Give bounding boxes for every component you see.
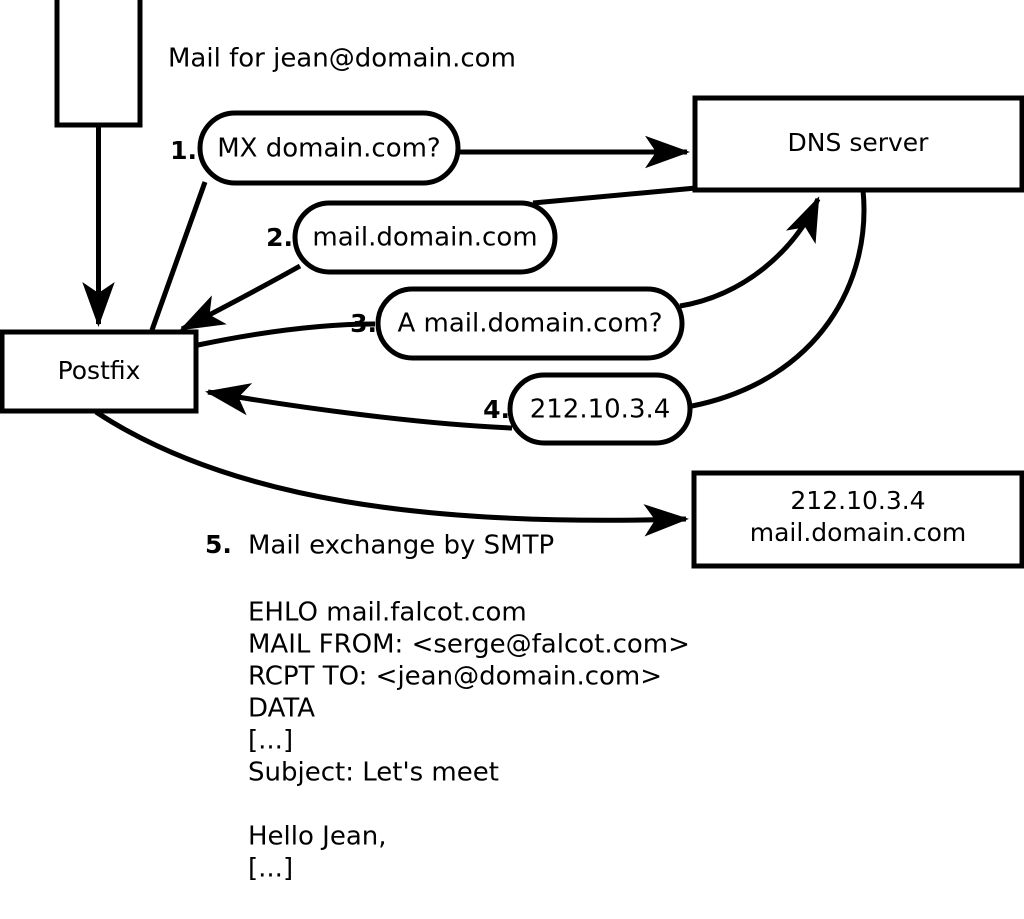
edge-postfix-to-mailhost: [94, 409, 689, 537]
dns-server-label: DNS server: [788, 128, 930, 157]
connector-layer: [82, 125, 867, 537]
transcript-line: DATA: [248, 694, 315, 724]
step-5-group: 5. Mail exchange by SMTP: [205, 530, 554, 561]
step-4-bubble: [507, 372, 693, 446]
edge-step3-to-dns: [679, 196, 821, 309]
node-mail-host: 212.10.3.4 mail.domain.com: [691, 470, 1024, 569]
transcript-line: [...]: [248, 726, 293, 756]
step-3-bubble: [375, 286, 685, 361]
transcript-line: MAIL FROM: <serge@falcot.com>: [248, 630, 690, 660]
step-1-label: MX domain.com?: [217, 134, 440, 164]
incoming-mail-caption: Mail for jean@domain.com: [168, 44, 516, 74]
step-3-bubble-group: 3. A mail.domain.com?: [350, 286, 685, 361]
step-1-bubble: [197, 110, 461, 186]
edge-step2-to-postfix: [179, 263, 302, 332]
postfix-box: [0, 329, 199, 414]
edge-dns-to-step2: [532, 185, 697, 206]
postfix-label: Postfix: [58, 356, 141, 385]
step-2-number: 2.: [266, 223, 293, 252]
step-5-label: Mail exchange by SMTP: [248, 531, 554, 561]
step-3-label: A mail.domain.com?: [398, 309, 663, 339]
edge-dns-to-step4: [691, 189, 867, 409]
dns-server-box: [692, 95, 1024, 193]
transcript-line: [...]: [248, 854, 293, 884]
mail-host-name-label: mail.domain.com: [750, 518, 966, 547]
step-1-bubble-group: 1. MX domain.com?: [170, 110, 461, 186]
step-4-number: 4.: [483, 395, 510, 424]
mail-host-ip-label: 212.10.3.4: [790, 486, 925, 515]
edge-step4-to-postfix: [205, 383, 513, 431]
step-5-number: 5.: [205, 530, 232, 559]
transcript-line: Hello Jean,: [248, 822, 387, 852]
node-postfix: Postfix: [0, 329, 199, 414]
step-2-label: mail.domain.com: [312, 223, 537, 253]
edge-postfix-to-step3: [197, 321, 376, 348]
transcript-line: RCPT TO: <jean@domain.com>: [248, 662, 662, 692]
transcript-line: EHLO mail.falcot.com: [248, 598, 527, 628]
transcript-line: .: [248, 918, 256, 919]
node-dns-server: DNS server: [692, 95, 1024, 193]
step-2-bubble-group: 2. mail.domain.com: [266, 200, 558, 275]
step-2-bubble: [292, 200, 558, 275]
edge-postfix-to-step1: [149, 181, 208, 331]
transcript-line: Subject: Let's meet: [248, 758, 499, 788]
step-3-number: 3.: [350, 309, 377, 338]
mail-host-box: [691, 470, 1024, 569]
step-4-bubble-group: 4. 212.10.3.4: [483, 372, 693, 446]
step-1-number: 1.: [170, 136, 197, 165]
sender-box: [54, 0, 143, 128]
step-4-label: 212.10.3.4: [530, 395, 671, 425]
node-sender: [54, 0, 143, 128]
